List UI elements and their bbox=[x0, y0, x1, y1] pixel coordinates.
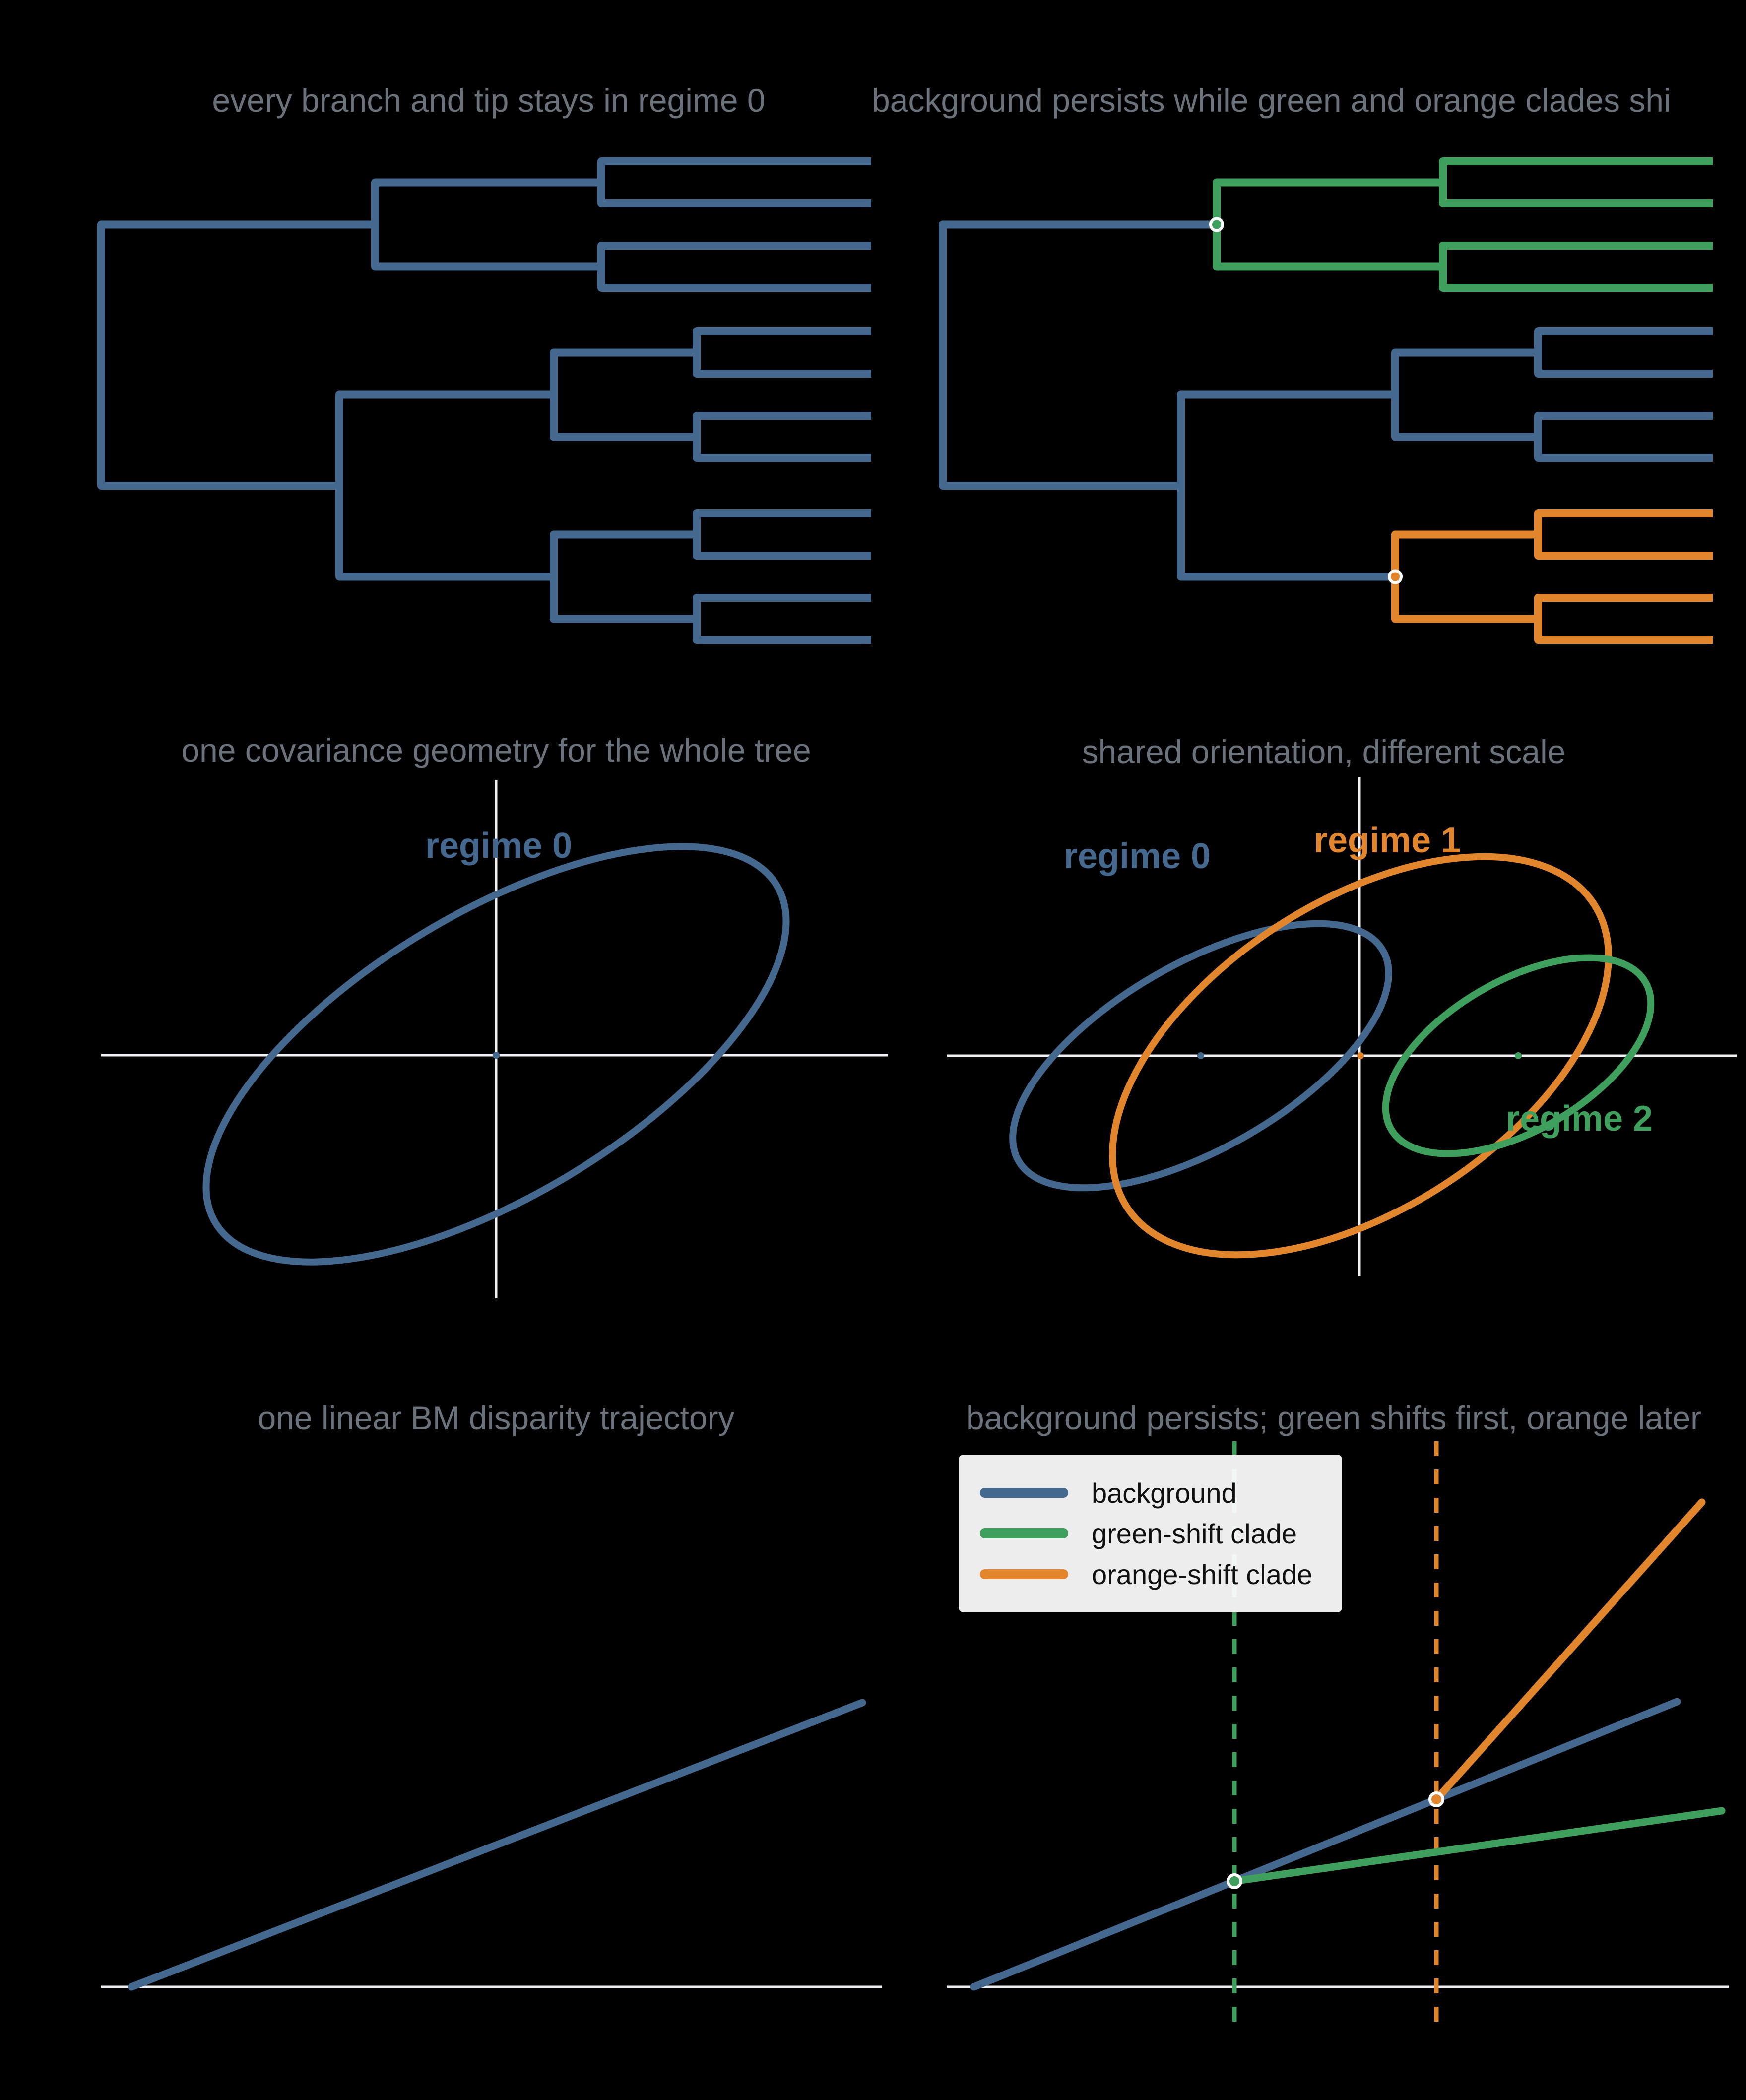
tree-branch-blue bbox=[693, 509, 871, 560]
legend-item-green-shift: green-shift clade bbox=[980, 1518, 1342, 1549]
ellipse-center-dot-blue bbox=[493, 1052, 500, 1059]
panel-title-tree-shifts: background persists while green and oran… bbox=[872, 82, 1671, 119]
tree-branch-blue bbox=[693, 594, 871, 644]
legend-swatch-orange bbox=[980, 1569, 1068, 1579]
legend-item-orange-shift: orange-shift clade bbox=[980, 1558, 1342, 1590]
covariance-ellipse-green bbox=[1382, 954, 1655, 1157]
tree-branch-blue bbox=[1391, 348, 1538, 441]
disparity-line-orange bbox=[1432, 1498, 1706, 1803]
disparity-line-blue bbox=[128, 1699, 866, 1991]
tree-branch-orange bbox=[1534, 509, 1713, 560]
tree-branch-blue bbox=[1534, 327, 1713, 378]
ellipse-center-dot-green bbox=[1515, 1052, 1522, 1059]
panel-title-ellipse-multi: shared orientation, different scale bbox=[1082, 733, 1566, 770]
tree-branch-green bbox=[1439, 242, 1713, 292]
tree-branch-blue bbox=[693, 327, 871, 378]
covariance-ellipse-orange bbox=[1109, 853, 1612, 1259]
regime-shift-node-marker-green bbox=[1209, 217, 1224, 232]
panel-title-disparity-single: one linear BM disparity trajectory bbox=[258, 1400, 735, 1436]
tree-branch-blue bbox=[371, 178, 601, 271]
tree-branch-blue bbox=[550, 348, 697, 441]
tree-branch-blue bbox=[597, 242, 871, 292]
ellipse-center-dot-blue bbox=[1197, 1052, 1204, 1059]
tree-branch-blue bbox=[550, 530, 697, 623]
legend-swatch-blue bbox=[980, 1488, 1068, 1498]
tree-branch-blue bbox=[335, 390, 554, 581]
panel-title-tree-uniform: every branch and tip stays in regime 0 bbox=[212, 82, 766, 119]
legend-item-background: background bbox=[980, 1477, 1342, 1509]
regime1-label: regime 1 bbox=[1313, 821, 1461, 860]
tree-branch-blue bbox=[1177, 390, 1395, 581]
shift-point-marker-green bbox=[1227, 1873, 1242, 1889]
regime0-label-left-panel: regime 0 bbox=[425, 826, 573, 866]
tree-branch-green bbox=[1213, 178, 1443, 271]
panel-title-disparity-shifts: background persists; green shifts first,… bbox=[966, 1400, 1702, 1436]
legend-label: orange-shift clade bbox=[1092, 1558, 1313, 1590]
tree-branch-blue bbox=[939, 220, 1217, 490]
legend-label: green-shift clade bbox=[1092, 1518, 1297, 1549]
tree-branch-blue bbox=[1534, 412, 1713, 462]
legend-label: background bbox=[1092, 1477, 1237, 1509]
panel-title-ellipse-single: one covariance geometry for the whole tr… bbox=[181, 732, 811, 768]
tree-branch-blue bbox=[97, 220, 375, 490]
regime0-label-right-panel: regime 0 bbox=[1063, 836, 1211, 876]
tree-branch-green bbox=[1439, 157, 1713, 207]
covariance-ellipse-blue bbox=[202, 843, 790, 1266]
legend-swatch-green bbox=[980, 1528, 1068, 1538]
legend-box: background green-shift clade orange-shif… bbox=[959, 1455, 1342, 1612]
tree-branch-orange bbox=[1391, 530, 1538, 623]
tree-branch-blue bbox=[693, 412, 871, 462]
ellipse-center-dot-orange bbox=[1357, 1052, 1364, 1059]
shift-point-marker-orange bbox=[1428, 1791, 1444, 1807]
covariance-ellipse-blue bbox=[1009, 920, 1392, 1192]
regime2-label: regime 2 bbox=[1505, 1099, 1653, 1139]
tree-branch-blue bbox=[597, 157, 871, 207]
regime-shift-node-marker-orange bbox=[1388, 569, 1403, 584]
tree-branch-orange bbox=[1534, 594, 1713, 644]
disparity-line-green bbox=[1230, 1807, 1726, 1885]
disparity-line-blue bbox=[970, 1698, 1681, 1991]
